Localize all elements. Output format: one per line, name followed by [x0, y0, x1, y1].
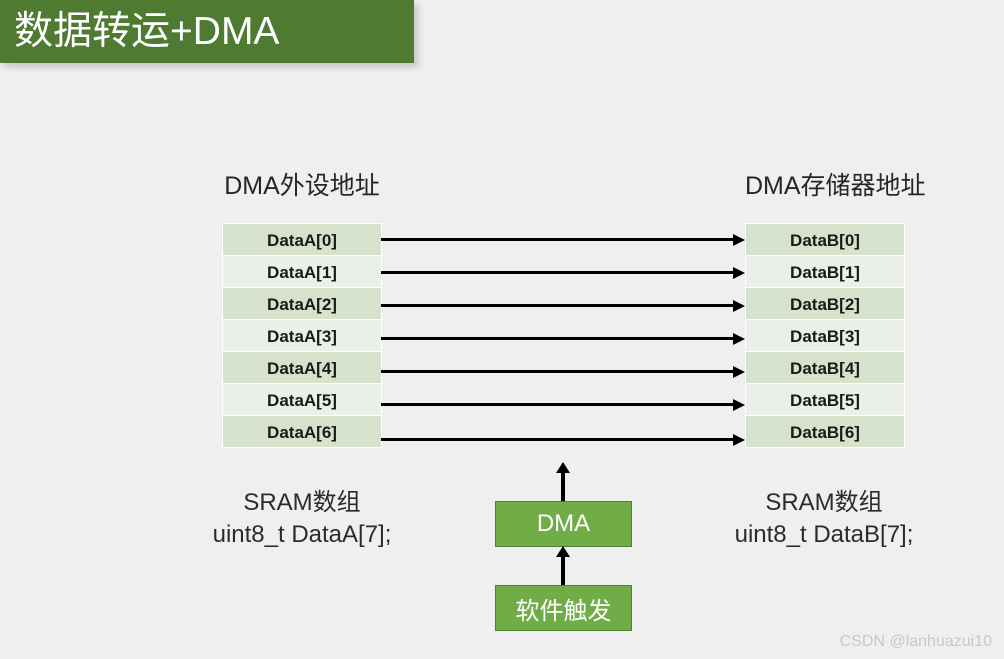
- title-banner: 数据转运+DMA: [0, 0, 414, 63]
- arrow-shaft: [381, 438, 735, 441]
- arrow-head-icon: [733, 399, 745, 411]
- memory-table-b: DataB[0] DataB[1] DataB[2] DataB[3] Data…: [745, 223, 905, 448]
- transfer-arrow-2: [381, 300, 745, 312]
- arrow-head-icon: [733, 434, 745, 446]
- arrow-shaft: [381, 304, 735, 307]
- dma-to-memory-arrow: [556, 462, 570, 502]
- software-trigger-block[interactable]: 软件触发: [495, 585, 632, 631]
- left-column-header: DMA外设地址: [224, 172, 380, 200]
- transfer-arrow-0: [381, 234, 745, 246]
- transfer-arrow-6: [381, 434, 745, 446]
- memory-cell-b-3: DataB[3]: [745, 319, 905, 352]
- trigger-to-dma-arrow: [556, 546, 570, 586]
- memory-cell-b-0: DataB[0]: [745, 223, 905, 256]
- arrow-head-icon: [733, 333, 745, 345]
- transfer-arrow-3: [381, 333, 745, 345]
- memory-table-a: DataA[0] DataA[1] DataA[2] DataA[3] Data…: [222, 223, 382, 448]
- transfer-arrow-5: [381, 399, 745, 411]
- right-column-header: DMA存储器地址: [745, 172, 926, 200]
- memory-cell-b-4: DataB[4]: [745, 351, 905, 384]
- memory-cell-b-1: DataB[1]: [745, 255, 905, 288]
- memory-cell-a-1: DataA[1]: [222, 255, 382, 288]
- dma-block[interactable]: DMA: [495, 501, 632, 547]
- arrow-head-icon: [556, 546, 570, 557]
- transfer-arrow-4: [381, 366, 745, 378]
- memory-cell-a-6: DataA[6]: [222, 415, 382, 448]
- arrow-shaft: [561, 555, 565, 586]
- memory-cell-a-2: DataA[2]: [222, 287, 382, 320]
- arrow-shaft: [381, 271, 735, 274]
- memory-cell-a-4: DataA[4]: [222, 351, 382, 384]
- memory-cell-a-0: DataA[0]: [222, 223, 382, 256]
- memory-cell-b-6: DataB[6]: [745, 415, 905, 448]
- arrow-head-icon: [733, 300, 745, 312]
- arrow-shaft: [381, 238, 735, 241]
- arrow-head-icon: [556, 462, 570, 473]
- arrow-shaft: [561, 471, 565, 502]
- arrow-shaft: [381, 370, 735, 373]
- memory-cell-a-3: DataA[3]: [222, 319, 382, 352]
- left-column-caption: SRAM数组 uint8_t DataA[7];: [212, 489, 392, 548]
- page-title: 数据转运+DMA: [14, 10, 280, 53]
- arrow-head-icon: [733, 267, 745, 279]
- memory-cell-b-2: DataB[2]: [745, 287, 905, 320]
- right-column-caption: SRAM数组 uint8_t DataB[7];: [734, 489, 914, 548]
- arrow-shaft: [381, 403, 735, 406]
- arrow-shaft: [381, 337, 735, 340]
- arrow-head-icon: [733, 234, 745, 246]
- watermark: CSDN @lanhuazui10: [839, 633, 992, 650]
- memory-cell-b-5: DataB[5]: [745, 383, 905, 416]
- memory-cell-a-5: DataA[5]: [222, 383, 382, 416]
- transfer-arrow-1: [381, 267, 745, 279]
- arrow-head-icon: [733, 366, 745, 378]
